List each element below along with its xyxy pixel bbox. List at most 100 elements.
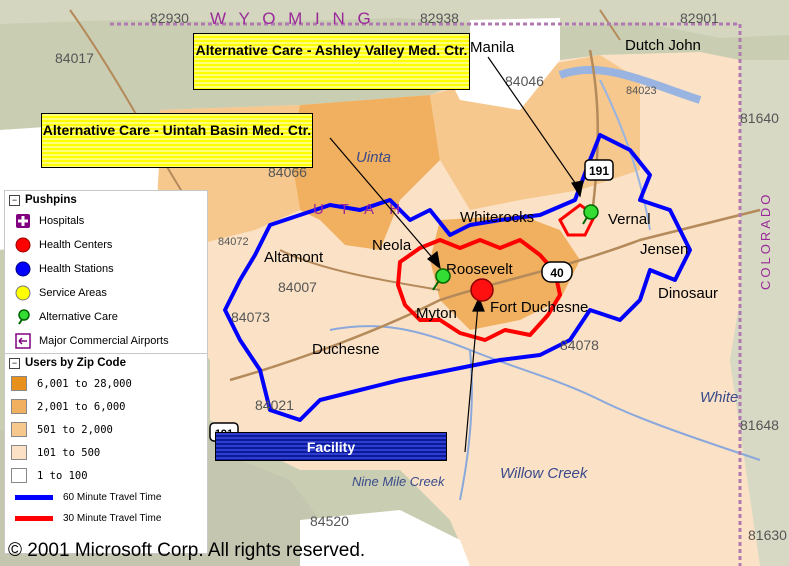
place-labels: Manila Dutch John Uinta Whiterocks Neola… — [264, 37, 738, 489]
place-label: Willow Creek — [500, 465, 589, 482]
zip-label: 84023 — [626, 85, 657, 97]
legend-label: 60 Minute Travel Time — [63, 492, 162, 503]
callout-uintah-text: Alternative Care - Uintah Basin Med. Ctr… — [42, 122, 312, 138]
travel-30min-boundary — [396, 238, 562, 342]
red-line-icon — [15, 516, 53, 521]
legend-zip-bin: 2,001 to 6,000 — [5, 395, 207, 418]
legend-label: 30 Minute Travel Time — [63, 513, 162, 524]
callout-facility: Facility — [215, 432, 447, 461]
swatch-6001-28000 — [11, 376, 27, 391]
legend-label: 101 to 500 — [37, 446, 101, 459]
zip-label: 84078 — [560, 337, 599, 353]
zip-label: 84072 — [218, 236, 249, 248]
zip-label: 84007 — [278, 279, 317, 295]
airplane-icon — [11, 333, 35, 349]
legend-section-pushpins[interactable]: − Pushpins — [5, 191, 207, 209]
zip-label: 84073 — [231, 309, 270, 325]
health-center-facility-marker[interactable] — [470, 278, 494, 302]
legend-pushpins-title: Pushpins — [25, 194, 77, 206]
red-circle-icon — [11, 237, 35, 253]
legend-label: Service Areas — [39, 287, 107, 299]
green-pushpin-icon — [11, 309, 35, 325]
legend-item-health-centers: Health Centers — [5, 233, 207, 257]
callout-arrows — [329, 56, 584, 453]
zip-label: 82901 — [680, 10, 719, 26]
blue-circle-icon — [11, 261, 35, 277]
zip-label: 82938 — [420, 10, 459, 26]
hospital-cross-icon — [11, 213, 35, 229]
swatch-1-100 — [11, 468, 27, 483]
legend-section-zip[interactable]: − Users by Zip Code — [5, 353, 207, 372]
callout-ashley-valley: Alternative Care - Ashley Valley Med. Ct… — [193, 33, 470, 90]
state-label-wyoming: W Y O M I N G — [210, 9, 375, 28]
svg-text:40: 40 — [550, 266, 564, 280]
place-label: Whiterocks — [460, 209, 534, 226]
zip-label: 84021 — [255, 397, 294, 413]
legend-zip-bin: 1 to 100 — [5, 464, 207, 487]
copyright-notice: © 2001 Microsoft Corp. All rights reserv… — [8, 540, 366, 561]
place-label: Neola — [372, 237, 412, 254]
travel-60min-boundary — [223, 133, 692, 422]
legend-label: 6,001 to 28,000 — [37, 377, 132, 390]
zip-label: 84066 — [268, 164, 307, 180]
alternative-care-pin-ashley[interactable] — [582, 204, 599, 225]
legend-item-health-stations: Health Stations — [5, 257, 207, 281]
legend-item-hospitals: Hospitals — [5, 209, 207, 233]
place-label: Dinosaur — [658, 285, 718, 302]
legend-label: Hospitals — [39, 215, 85, 227]
place-label: Manila — [470, 39, 515, 56]
legend-zip-bin: 101 to 500 — [5, 441, 207, 464]
yellow-circle-icon — [11, 285, 35, 301]
legend-zip-bin: 6,001 to 28,000 — [5, 372, 207, 395]
state-label-colorado: COLORADO — [758, 192, 773, 290]
zip-label: 84046 — [505, 73, 544, 89]
zip-labels: 82930 82938 82901 84017 84046 84023 8164… — [55, 10, 787, 543]
legend-travel-30: 30 Minute Travel Time — [5, 508, 207, 529]
svg-text:191: 191 — [589, 164, 609, 178]
highway-shield-191: 191 — [584, 159, 614, 181]
callout-ashley-text: Alternative Care - Ashley Valley Med. Ct… — [195, 42, 468, 58]
place-label: Fort Duchesne — [490, 299, 588, 316]
place-label: Duchesne — [312, 341, 380, 358]
zip-region-2001-6000 — [290, 95, 440, 250]
collapse-icon[interactable]: − — [9, 194, 20, 206]
place-label: Roosevelt — [446, 261, 514, 278]
place-label: White — [700, 389, 738, 406]
zip-label: 81630 — [748, 527, 787, 543]
zip-label: 82930 — [150, 10, 189, 26]
swatch-101-500 — [11, 445, 27, 460]
legend-item-alternative-care: Alternative Care — [5, 305, 207, 329]
state-label-utah: U T A H — [313, 201, 406, 218]
place-label: Dutch John — [625, 37, 701, 54]
place-label: Myton — [416, 305, 457, 322]
zip-label: 81640 — [740, 110, 779, 126]
legend-item-airports: Major Commercial Airports — [5, 329, 207, 353]
callout-facility-text: Facility — [306, 439, 356, 455]
collapse-icon[interactable]: − — [9, 357, 20, 369]
legend-zip-bin: 501 to 2,000 — [5, 418, 207, 441]
callout-uintah-basin: Alternative Care - Uintah Basin Med. Ctr… — [41, 113, 313, 168]
legend-label: Health Stations — [39, 263, 114, 275]
place-label: Vernal — [608, 211, 651, 228]
zip-label: 81648 — [740, 417, 779, 433]
zip-label: 84017 — [55, 50, 94, 66]
legend-item-service-areas: Service Areas — [5, 281, 207, 305]
alternative-care-pin-uintah[interactable] — [432, 268, 451, 291]
place-label: Nine Mile Creek — [352, 474, 446, 489]
legend-zip-title: Users by Zip Code — [25, 357, 126, 369]
blue-line-icon — [15, 495, 53, 500]
legend-label: Health Centers — [39, 239, 113, 251]
legend-label: Major Commercial Airports — [39, 335, 169, 347]
highway-shield-40: 40 — [541, 261, 573, 283]
map-legend: − Pushpins Hospitals Health Centers Heal… — [4, 190, 208, 554]
place-label: Jensen — [640, 241, 688, 258]
legend-label: 501 to 2,000 — [37, 423, 113, 436]
swatch-501-2000 — [11, 422, 27, 437]
place-label: Altamont — [264, 249, 324, 266]
legend-label: Alternative Care — [39, 311, 118, 323]
legend-label: 2,001 to 6,000 — [37, 400, 126, 413]
legend-travel-60: 60 Minute Travel Time — [5, 487, 207, 508]
legend-label: 1 to 100 — [37, 469, 88, 482]
